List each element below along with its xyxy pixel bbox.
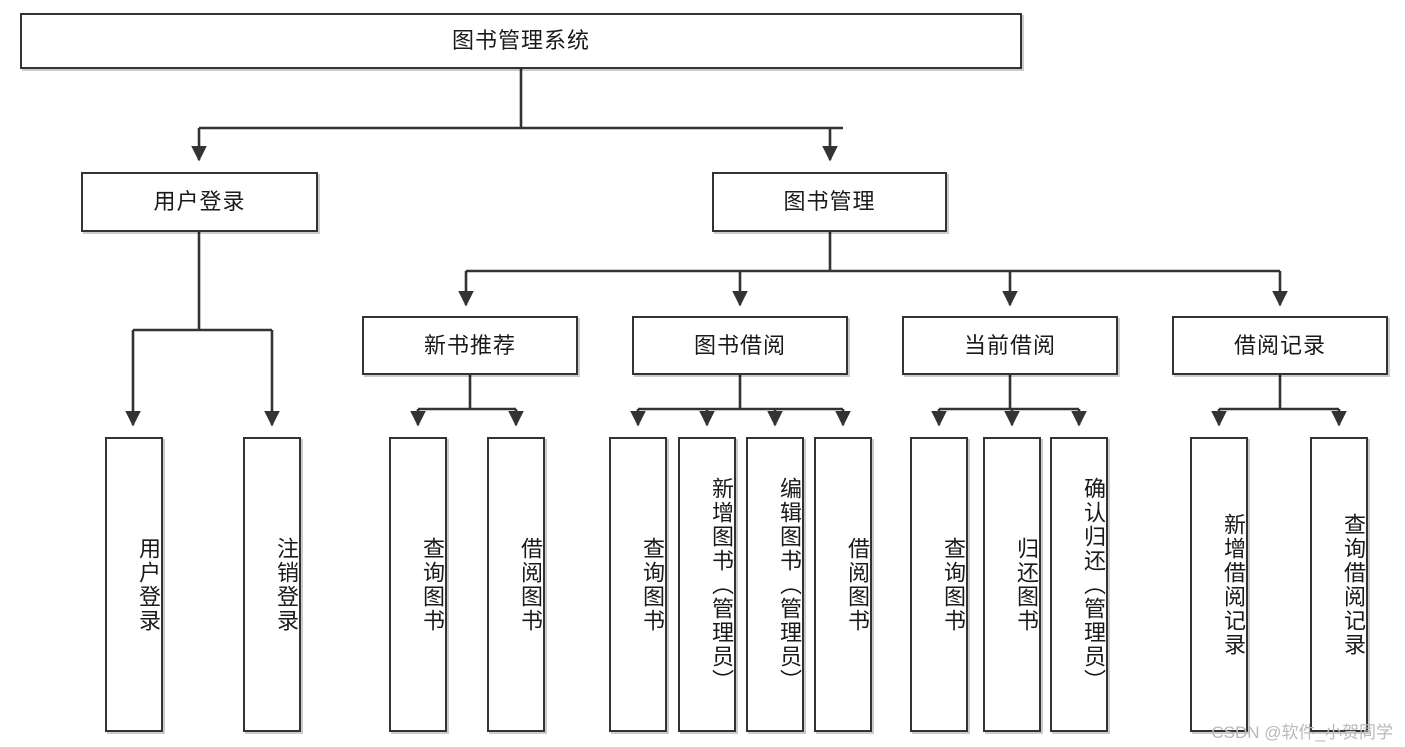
node-leaf-add-record[interactable]: 新增借阅记录 <box>1190 437 1248 732</box>
node-leaf-query-record[interactable]: 查询借阅记录 <box>1310 437 1368 732</box>
node-label: 新书推荐 <box>423 332 516 358</box>
node-borrow-record[interactable]: 借阅记录 <box>1172 316 1388 375</box>
node-label: 用户登录 <box>153 189 246 215</box>
node-label: 查询借阅记录 <box>1341 512 1366 657</box>
node-label: 新增借阅记录 <box>1221 512 1246 657</box>
node-label: 查询图书 <box>941 536 966 633</box>
node-label: 归还图书 <box>1014 536 1039 633</box>
node-book-management[interactable]: 图书管理 <box>712 172 947 232</box>
node-label: 当前借阅 <box>963 332 1056 358</box>
node-label: 确认归还（管理员） <box>1081 476 1106 693</box>
node-leaf-query-book-borrow[interactable]: 查询图书 <box>609 437 667 732</box>
node-leaf-edit-book[interactable]: 编辑图书（管理员） <box>746 437 804 732</box>
csdn-watermark: CSDN @软件_小贺同学 <box>1211 723 1393 742</box>
node-leaf-borrow-book[interactable]: 借阅图书 <box>814 437 872 732</box>
node-label: 查询图书 <box>420 536 445 633</box>
node-leaf-query-book-cur[interactable]: 查询图书 <box>910 437 968 732</box>
node-leaf-confirm-return[interactable]: 确认归还（管理员） <box>1050 437 1108 732</box>
node-user-login[interactable]: 用户登录 <box>81 172 318 232</box>
node-leaf-return-book[interactable]: 归还图书 <box>983 437 1041 732</box>
node-label: 编辑图书（管理员） <box>777 476 802 693</box>
node-leaf-user-login[interactable]: 用户登录 <box>105 437 163 732</box>
node-label: 查询图书 <box>640 536 665 633</box>
node-leaf-add-book[interactable]: 新增图书（管理员） <box>678 437 736 732</box>
node-label: 图书管理系统 <box>451 28 590 54</box>
node-label: 借阅记录 <box>1233 332 1326 358</box>
node-label: 注销登录 <box>274 536 299 633</box>
node-leaf-user-logout[interactable]: 注销登录 <box>243 437 301 732</box>
node-label: 用户登录 <box>136 536 161 633</box>
node-label: 新增图书（管理员） <box>709 476 734 693</box>
node-book-borrow[interactable]: 图书借阅 <box>632 316 848 375</box>
node-new-book-recommend[interactable]: 新书推荐 <box>362 316 578 375</box>
node-root[interactable]: 图书管理系统 <box>20 13 1022 69</box>
node-leaf-query-book-rec[interactable]: 查询图书 <box>389 437 447 732</box>
node-label: 借阅图书 <box>518 536 543 633</box>
node-leaf-borrow-book-rec[interactable]: 借阅图书 <box>487 437 545 732</box>
node-label: 图书借阅 <box>693 332 786 358</box>
node-label: 借阅图书 <box>845 536 870 633</box>
node-current-borrow[interactable]: 当前借阅 <box>902 316 1118 375</box>
node-label: 图书管理 <box>783 189 876 215</box>
